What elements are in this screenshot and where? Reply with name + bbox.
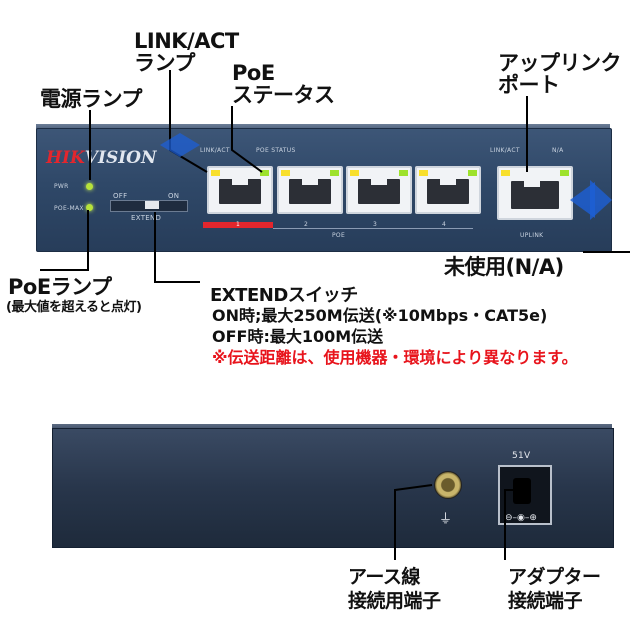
rj45-socket — [358, 179, 400, 204]
adapter-leader — [504, 489, 520, 560]
poe-group-label: POE — [332, 232, 346, 239]
ground-symbol-icon: ⏚ — [439, 512, 453, 527]
callout-ground-terminal: アース線 — [348, 566, 420, 588]
port-3-led-right — [399, 170, 408, 176]
port-3-led-left — [350, 170, 359, 176]
callout-extend-on: ON時;最大250M伝送(※10Mbps・CAT5e) — [212, 306, 548, 325]
rear-panel-top-edge — [52, 424, 612, 431]
brand-logo-hik: HIK — [46, 148, 85, 168]
extend-switch-leader — [154, 212, 200, 283]
extend-label: EXTEND — [131, 214, 162, 222]
callout-link-act-lamp: ランプ — [134, 51, 195, 75]
dc-jack-socket — [513, 478, 531, 504]
callout-uplink-port: アップリンク — [498, 51, 622, 75]
uplink-led-right — [560, 170, 569, 176]
callout-power-lamp: 電源ランプ — [40, 87, 142, 111]
port-1-led-right — [260, 170, 269, 176]
port-2-led-left — [281, 170, 290, 176]
callout-poe-status-2: ステータス — [232, 83, 335, 107]
port-number-3: 3 — [373, 221, 378, 228]
arrow-icon-link-act — [160, 133, 200, 157]
poe-max-led — [86, 204, 93, 211]
blue-arrow-icons — [160, 133, 612, 220]
callout-link-act: LINK/ACT — [134, 29, 239, 53]
voltage-label: 51V — [512, 451, 531, 461]
callout-adapter-terminal-2: 接続端子 — [508, 590, 583, 612]
callout-uplink-port-2: ポート — [498, 73, 560, 97]
port-1-red-strip — [203, 222, 273, 228]
poe-status-leader — [231, 106, 263, 173]
brand-logo: HIKVISION — [46, 148, 157, 168]
rj45-socket — [289, 179, 331, 204]
callout-poe-lamp: PoEランプ — [8, 275, 112, 299]
port-number-2: 2 — [304, 221, 309, 228]
ground-screw-terminal[interactable] — [434, 471, 462, 499]
poe-port-2[interactable] — [277, 166, 343, 214]
poe-group-line — [273, 228, 473, 229]
callout-extend-off: OFF時:最大100M伝送 — [212, 327, 384, 346]
poe-port-3[interactable] — [346, 166, 412, 214]
uplink-label: UPLINK — [520, 232, 544, 239]
rj45-socket — [219, 179, 261, 204]
arrow-icon-na — [570, 182, 595, 218]
port-4-led-left — [419, 170, 428, 176]
uplink-led-left — [501, 170, 510, 176]
uplink-port[interactable] — [497, 166, 573, 220]
rj45-socket — [511, 181, 559, 209]
port-number-1: 1 — [236, 221, 241, 228]
uplink-link-act-label: LINK/ACT — [490, 147, 520, 154]
extend-switch-knob[interactable] — [145, 201, 159, 209]
poe-status-panel-label: POE STATUS — [256, 147, 296, 154]
poe-port-4[interactable] — [415, 166, 481, 214]
link-act-panel-label: LINK/ACT — [200, 147, 230, 154]
port-4-led-right — [468, 170, 477, 176]
switch-off-label: OFF — [113, 192, 128, 200]
callout-extend-warning: ※伝送距離は、使用機器・環境により異なります。 — [212, 348, 578, 367]
callout-adapter-terminal: アダプター — [508, 566, 601, 588]
power-led — [86, 183, 93, 190]
uplink-na-label: N/A — [552, 147, 564, 154]
arrow-icon-na-right — [590, 180, 612, 220]
callout-extend-switch: EXTENDスイッチ — [210, 285, 358, 306]
port-2-led-right — [330, 170, 339, 176]
poe-lamp-leader — [40, 210, 89, 271]
pwr-label: PWR — [54, 183, 69, 190]
switch-on-label: ON — [168, 192, 180, 200]
ground-leader — [394, 484, 433, 560]
callout-poe-lamp-note: (最大値を超えると点灯) — [6, 300, 142, 315]
polarity-icon: ⊖–◉–⊕ — [505, 513, 537, 523]
callout-unused-na: 未使用(N/A) — [444, 255, 564, 279]
link-act-leader — [169, 70, 208, 173]
port-number-4: 4 — [442, 221, 447, 228]
port-1-led-left — [211, 170, 220, 176]
callout-poe-status: PoE — [232, 61, 275, 85]
rj45-socket — [427, 179, 469, 204]
callout-ground-terminal-2: 接続用端子 — [348, 590, 441, 612]
poe-max-label: POE-MAX — [54, 205, 84, 212]
poe-port-1[interactable] — [207, 166, 273, 214]
brand-logo-vision: VISION — [84, 148, 157, 168]
